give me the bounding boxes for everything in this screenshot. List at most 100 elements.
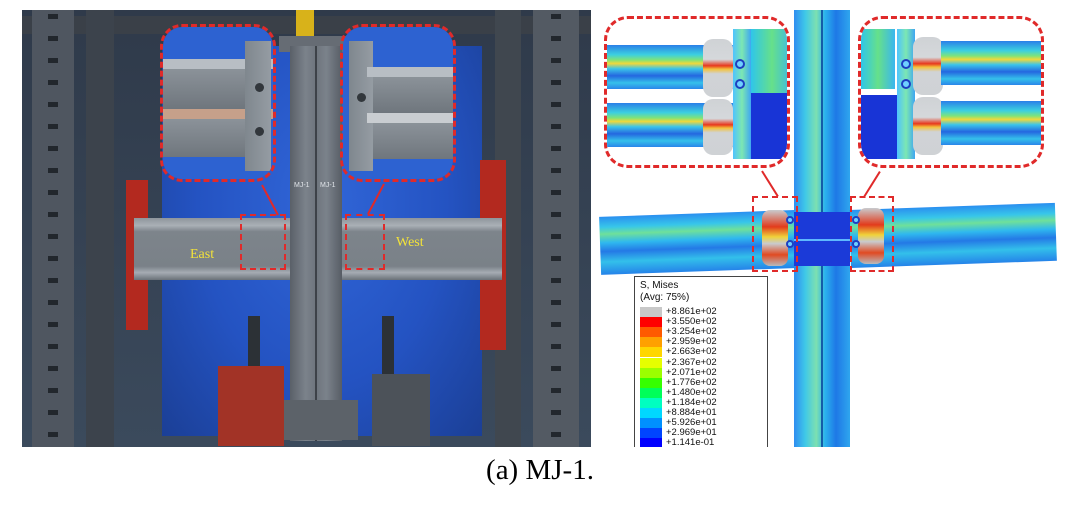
frame-bolt-holes <box>48 14 58 444</box>
legend-entry: +2.969e+01 <box>640 427 766 439</box>
legend-entry: +1.141e-01 <box>640 437 766 447</box>
fea-west-zoom-buckle-upper <box>913 37 943 95</box>
fea-west-joint-highlight <box>850 196 894 272</box>
legend-swatch <box>640 367 662 378</box>
fea-east-zoom-bolt <box>735 79 745 89</box>
legend-swatch <box>640 397 662 408</box>
east-joint-zoom-inset <box>160 24 276 182</box>
fea-bolt <box>852 240 860 248</box>
legend-value: +1.480e+02 <box>666 386 717 398</box>
legend-subtitle: (Avg: 75%) <box>640 292 690 303</box>
legend-value: +1.776e+02 <box>666 376 717 388</box>
fea-east-joint-zoom-inset <box>604 16 790 168</box>
legend-value: +8.861e+02 <box>666 306 717 317</box>
east-zoom-bolt <box>255 83 264 92</box>
fea-west-zoom-upper-beam <box>941 41 1041 85</box>
fea-west-zoom-column <box>861 29 895 89</box>
east-zoom-mid-flange <box>163 109 273 119</box>
legend-entry: +1.480e+02 <box>640 386 766 398</box>
fea-west-zoom-bolt <box>901 79 911 89</box>
fea-west-zoom-panel <box>861 95 897 159</box>
legend-entry: +8.861e+02 <box>640 306 766 317</box>
column-base <box>274 400 358 440</box>
legend-entry: +2.663e+02 <box>640 346 766 358</box>
legend-entry: +3.550e+02 <box>640 316 766 328</box>
test-specimen-photo: MJ-1 MJ-1 East West <box>22 10 591 447</box>
west-joint-highlight <box>345 214 385 270</box>
legend-entry: +2.071e+02 <box>640 366 766 378</box>
legend-swatch <box>640 327 662 338</box>
fea-bolt <box>786 216 794 224</box>
fea-stress-contour: S, Mises (Avg: 75%) +8.861e+02+3.550e+02… <box>596 10 1058 447</box>
fea-west-joint-zoom-inset <box>858 16 1044 168</box>
fea-west-zoom-bolt <box>901 59 911 69</box>
legend-swatch <box>640 387 662 398</box>
legend-title: S, Mises <box>640 280 679 291</box>
legend-value: +1.141e-01 <box>666 437 715 447</box>
legend-value: +5.926e+01 <box>666 417 717 429</box>
label-east: East <box>190 247 215 262</box>
frame-bolt-holes-right <box>551 14 561 444</box>
west-zoom-endplate <box>349 41 373 171</box>
legend-swatch <box>640 357 662 368</box>
figure-caption: (a) MJ-1. <box>486 454 594 486</box>
legend-entry: +2.959e+02 <box>640 336 766 348</box>
legend-swatch <box>640 438 662 447</box>
legend-entry: +8.884e+01 <box>640 407 766 418</box>
legend-entry: +2.367e+02 <box>640 356 766 368</box>
fea-east-zoom-buckle-upper <box>703 39 733 97</box>
west-zoom-mid-flange <box>367 113 453 123</box>
legend-swatch <box>640 317 662 328</box>
fea-east-zoom-buckle-lower <box>703 99 733 155</box>
legend-entry: +1.776e+02 <box>640 376 766 388</box>
legend-entry: +5.926e+01 <box>640 417 766 429</box>
legend-entry: +3.254e+02 <box>640 326 766 338</box>
axial-jack <box>296 10 314 36</box>
legend-swatch <box>640 428 662 439</box>
fea-panel-zone-divider <box>794 239 850 241</box>
fea-west-zoom-arrow <box>863 171 881 198</box>
fea-east-zoom-arrow <box>761 170 779 197</box>
legend-value: +2.071e+02 <box>666 366 717 378</box>
east-joint-highlight <box>240 214 286 270</box>
fea-east-zoom-bolt <box>735 59 745 69</box>
fea-bolt <box>786 240 794 248</box>
legend-value: +3.254e+02 <box>666 326 717 338</box>
fea-west-buckled-flange <box>858 208 884 264</box>
legend-value: +2.367e+02 <box>666 356 717 368</box>
fea-east-zoom-endplate <box>733 29 751 159</box>
west-zoom-web <box>373 77 453 113</box>
east-zoom-web <box>163 69 253 109</box>
east-zoom-bolt <box>255 127 264 136</box>
stress-legend: S, Mises (Avg: 75%) +8.861e+02+3.550e+02… <box>634 276 768 447</box>
fea-east-zoom-column <box>751 29 787 93</box>
east-base-support <box>218 366 284 446</box>
west-zoom-web-lower <box>373 123 453 159</box>
fea-west-zoom-lower-beam <box>941 101 1041 145</box>
east-zoom-top-flange <box>163 59 273 69</box>
reaction-frame-left-inner <box>86 10 114 447</box>
legend-value: +2.969e+01 <box>666 427 717 439</box>
fea-bolt <box>852 216 860 224</box>
west-base-support <box>372 374 430 446</box>
east-zoom-endplate <box>245 41 271 171</box>
east-zoom-web-lower <box>163 119 253 157</box>
legend-swatch <box>640 408 662 418</box>
column-split-line <box>315 46 317 441</box>
west-zoom-top-flange <box>367 67 453 77</box>
legend-swatch <box>640 377 662 388</box>
legend-swatch <box>640 337 662 348</box>
west-joint-zoom-inset <box>340 24 456 182</box>
fea-east-zoom-panel <box>751 93 787 159</box>
fea-east-joint-highlight <box>752 196 798 272</box>
legend-value: +2.663e+02 <box>666 346 717 358</box>
legend-swatch <box>640 418 662 429</box>
legend-value: +3.550e+02 <box>666 316 717 328</box>
west-lateral-actuator <box>382 316 394 386</box>
fea-east-buckled-flange <box>762 210 788 266</box>
label-west: West <box>396 235 424 250</box>
legend-entry: +1.184e+02 <box>640 397 766 408</box>
legend-value: +8.884e+01 <box>666 407 717 418</box>
fea-west-zoom-buckle-lower <box>913 97 943 155</box>
column-mark-right: MJ-1 <box>320 182 336 189</box>
